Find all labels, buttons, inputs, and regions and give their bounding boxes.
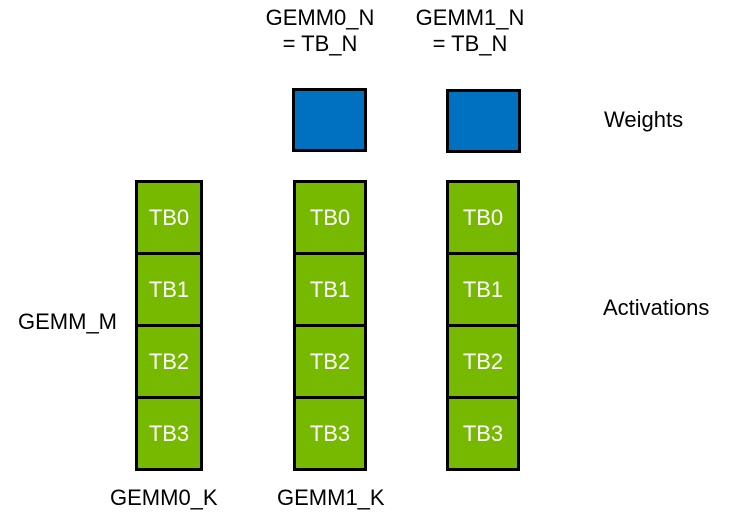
- activations-column-0: TB0 TB1 TB2 TB3: [135, 180, 203, 471]
- gemm0-k-label: GEMM0_K: [110, 485, 218, 510]
- tb-block: TB1: [135, 252, 203, 327]
- gemm1-n-header-line2: = TB_N: [432, 31, 508, 56]
- weights-square-gemm0: [292, 88, 367, 152]
- tb-block: TB0: [446, 180, 520, 255]
- gemm1-n-header: GEMM1_N = TB_N: [400, 5, 540, 57]
- gemm1-k-label: GEMM1_K: [277, 485, 385, 510]
- activations-column-2: TB0 TB1 TB2 TB3: [446, 180, 520, 471]
- tb-block: TB3: [135, 396, 203, 471]
- weights-label: Weights: [604, 107, 684, 132]
- gemm0-n-header-line2: = TB_N: [282, 31, 358, 56]
- gemm-m-label: GEMM_M: [18, 309, 117, 334]
- tb-block: TB0: [135, 180, 203, 255]
- tb-block: TB0: [293, 180, 367, 255]
- activations-label: Activations: [603, 295, 710, 320]
- tb-block: TB3: [446, 396, 520, 471]
- tb-block: TB1: [446, 252, 520, 327]
- tb-block: TB1: [293, 252, 367, 327]
- gemm0-n-header: GEMM0_N = TB_N: [250, 5, 390, 57]
- tb-block: TB2: [293, 324, 367, 399]
- tb-block: TB2: [446, 324, 520, 399]
- tb-block: TB3: [293, 396, 367, 471]
- tb-block: TB2: [135, 324, 203, 399]
- activations-column-1: TB0 TB1 TB2 TB3: [293, 180, 367, 471]
- weights-square-gemm1: [446, 89, 521, 153]
- gemm0-n-header-line1: GEMM0_N: [265, 5, 375, 30]
- gemm1-n-header-line1: GEMM1_N: [415, 5, 525, 30]
